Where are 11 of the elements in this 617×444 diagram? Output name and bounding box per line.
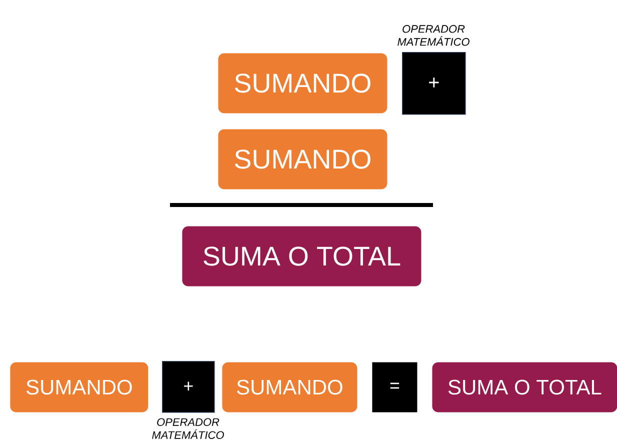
result-box: SUMA O TOTAL bbox=[432, 362, 617, 412]
operator-caption: OPERADOR MATEMÁTICO bbox=[398, 25, 470, 46]
addend-box: SUMANDO bbox=[218, 129, 388, 190]
operator-box: = bbox=[372, 362, 418, 412]
addend-box: SUMANDO bbox=[10, 362, 148, 412]
addend-box: SUMANDO bbox=[218, 53, 388, 114]
operator-box: + bbox=[162, 361, 215, 413]
operator-box: + bbox=[402, 52, 466, 115]
result-box: SUMA O TOTAL bbox=[182, 226, 422, 286]
operator-caption: OPERADOR MATEMÁTICO bbox=[152, 418, 224, 439]
addend-box: SUMANDO bbox=[222, 362, 358, 412]
